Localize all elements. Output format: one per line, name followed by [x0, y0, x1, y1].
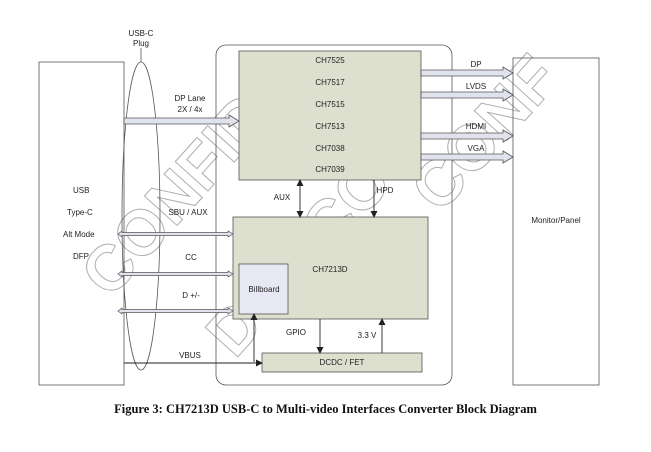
chip-ch7515: CH7515: [315, 100, 345, 109]
dp-lane-label-2: 2X / 4x: [178, 105, 203, 114]
sbu-aux-label: SBU / AUX: [168, 208, 208, 217]
d-label: D +/-: [182, 291, 200, 300]
chip-ch7513: CH7513: [315, 122, 345, 131]
gpio-label: GPIO: [286, 328, 306, 337]
chip-ch7038: CH7038: [315, 144, 345, 153]
dfp-label-dfp: DFP: [73, 252, 89, 261]
dfp-label-typec: Type-C: [67, 208, 93, 217]
monitor-panel-label: Monitor/Panel: [531, 216, 581, 225]
cc-label: CC: [185, 253, 197, 262]
hpd-label: HPD: [377, 186, 394, 195]
dp-lane-label-1: DP Lane: [175, 94, 207, 103]
vbus-label: VBUS: [179, 351, 201, 360]
monitor-panel-box: [512, 57, 600, 386]
converter-chip-block: [238, 50, 422, 181]
billboard-block: [238, 263, 289, 315]
dp-lane-arrow: [123, 114, 240, 128]
board-outline: [215, 44, 453, 386]
aux-label: AUX: [274, 193, 291, 202]
dfp-label-altmode: Alt Mode: [63, 230, 95, 239]
ch7213d-label: CH7213D: [312, 265, 347, 274]
chip-ch7525: CH7525: [315, 56, 345, 65]
sbu-cc-d-arrows: [117, 230, 234, 315]
billboard-label: Billboard: [248, 285, 279, 294]
v33-label: 3.3 V: [358, 331, 377, 340]
dcdc-fet-label: DCDC / FET: [320, 358, 365, 367]
usb-dfp-box: [38, 61, 125, 386]
chip-ch7517: CH7517: [315, 78, 345, 87]
output-hdmi: HDMI: [466, 122, 486, 131]
chip-ch7039: CH7039: [315, 165, 345, 174]
plug-label-2: Plug: [133, 39, 149, 48]
figure-caption: Figure 3: CH7213D USB-C to Multi-video I…: [114, 402, 537, 416]
dfp-label-usb: USB: [73, 186, 89, 195]
plug-label-1: USB-C: [129, 29, 154, 38]
output-lvds: LVDS: [466, 82, 486, 91]
output-arrows: [420, 66, 514, 164]
output-vga: VGA: [468, 144, 486, 153]
output-dp: DP: [470, 60, 481, 69]
